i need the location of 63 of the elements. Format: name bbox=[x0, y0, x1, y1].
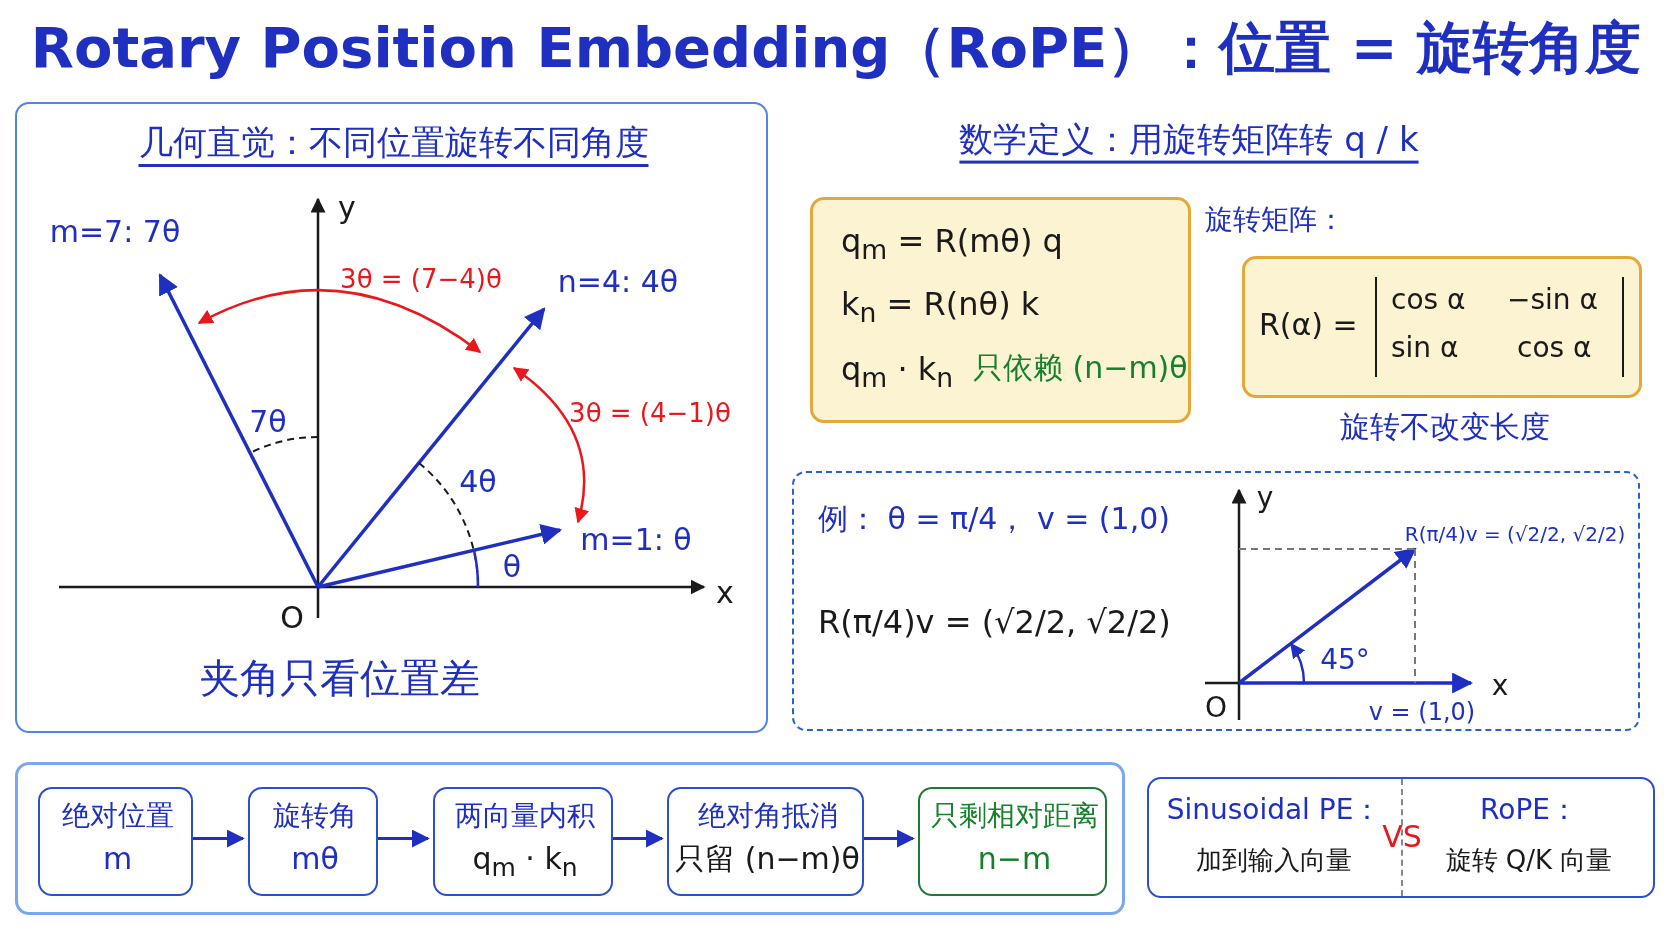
vector-label: v = (1,0) bbox=[1368, 697, 1476, 727]
column-text: 旋转 Q/K 向量 bbox=[1444, 845, 1614, 877]
axis-label: y bbox=[1256, 481, 1274, 515]
footer-label: 夹角只看位置差 bbox=[198, 654, 481, 702]
vs-label: VS bbox=[1381, 819, 1423, 855]
matrix-entry: sin α bbox=[1391, 331, 1459, 365]
vector-label: n=4: 4θ bbox=[557, 264, 679, 300]
arrow bbox=[377, 829, 430, 848]
formula-box bbox=[810, 197, 1191, 423]
matrix-entry: cos α bbox=[1391, 283, 1466, 317]
formula: q$_{m}$ · k$_{n}$ bbox=[841, 350, 954, 395]
arrow bbox=[863, 829, 915, 848]
process-box bbox=[38, 787, 193, 896]
example-panel bbox=[792, 471, 1640, 731]
column-heading: RoPE： bbox=[1479, 793, 1579, 827]
angle-label: 3θ = (7−4)θ bbox=[340, 264, 502, 296]
axis-label: x bbox=[716, 575, 734, 611]
box-title: 旋转角 bbox=[272, 799, 358, 833]
arrow bbox=[612, 829, 664, 848]
angle-label: 4θ bbox=[459, 464, 497, 500]
formula: R(π/4)v = (√2/2, √2/2) bbox=[818, 603, 1171, 642]
flow-panel bbox=[15, 762, 1125, 915]
angle-label: 3θ = (4−1)θ bbox=[569, 398, 731, 430]
angle-label: 7θ bbox=[249, 404, 287, 440]
section-heading: 数学定义：用旋转矩阵转 q / k bbox=[959, 118, 1419, 160]
section-heading: 几何直觉：不同位置旋转不同角度 bbox=[137, 122, 650, 163]
box-subtitle: m bbox=[101, 841, 134, 877]
origin-label: O bbox=[280, 600, 304, 636]
box-heading: 旋转矩阵： bbox=[1205, 203, 1345, 237]
column-heading: Sinusoidal PE： bbox=[1165, 793, 1382, 827]
formula: R(α) = bbox=[1259, 307, 1358, 343]
process-box bbox=[667, 787, 864, 896]
result-box bbox=[918, 787, 1107, 896]
formula: 只依赖 (n−m)θ bbox=[973, 350, 1188, 386]
box-title: 绝对位置 bbox=[60, 799, 175, 833]
origin-label: O bbox=[1205, 691, 1227, 725]
angle-label: 45° bbox=[1320, 643, 1370, 677]
vector-label: R(π/4)v = (√2/2, √2/2) bbox=[1404, 522, 1626, 546]
comparison-box bbox=[1147, 777, 1655, 898]
process-box bbox=[248, 787, 378, 896]
arrow bbox=[192, 829, 245, 848]
axis-label: y bbox=[338, 190, 356, 226]
box-subtitle: q$_{m}$ · k$_{n}$ bbox=[471, 841, 579, 883]
box-title: 两向量内积 bbox=[454, 799, 596, 833]
vector-label: m=1: θ bbox=[580, 522, 692, 558]
vector-label: m=7: 7θ bbox=[49, 214, 181, 250]
note-label: 旋转不改变长度 bbox=[1339, 409, 1551, 445]
axis-label: x bbox=[1491, 669, 1509, 703]
example-text: 例： θ = π/4， v = (1,0) bbox=[818, 501, 1170, 537]
box-subtitle: mθ bbox=[290, 841, 340, 877]
box-subtitle: n−m bbox=[976, 841, 1053, 877]
title: Rotary Position Embedding（RoPE）：位置 = 旋转角度 bbox=[30, 14, 1642, 82]
panel bbox=[15, 102, 768, 733]
box-title: 只剩相对距离 bbox=[929, 799, 1100, 833]
matrix-entry: cos α bbox=[1517, 331, 1592, 365]
angle-label: θ bbox=[502, 549, 522, 585]
box-subtitle: 只留 (n−m)θ bbox=[674, 841, 861, 877]
formula: q$_{m}$ = R(mθ) q bbox=[841, 222, 1063, 267]
process-box bbox=[433, 787, 613, 896]
column-text: 加到输入向量 bbox=[1195, 845, 1353, 877]
matrix-entry: −sin α bbox=[1507, 283, 1598, 317]
box-title: 绝对角抵消 bbox=[696, 799, 839, 833]
formula: k$_{n}$ = R(nθ) k bbox=[841, 285, 1040, 330]
